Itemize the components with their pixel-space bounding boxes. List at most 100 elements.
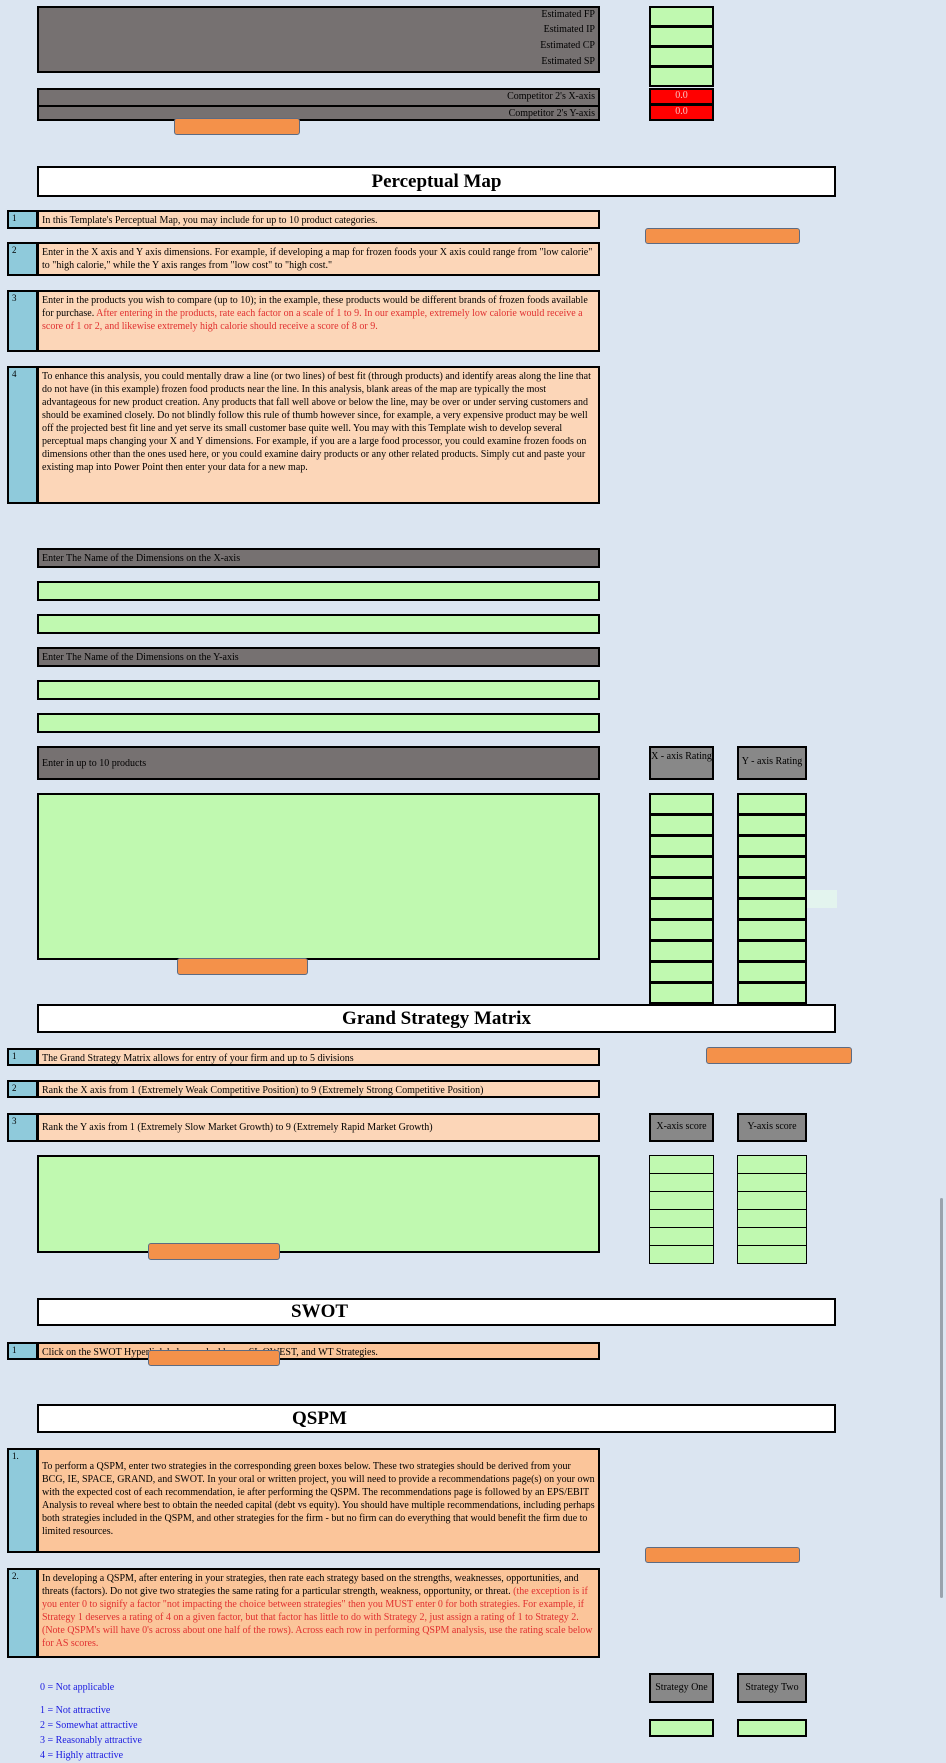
rating-scale-item: 0 = Not applicable (40, 1682, 115, 1693)
x-dimension-input-high[interactable] (37, 614, 600, 634)
x-dimension-label: Enter The Name of the Dimensions on the … (37, 548, 600, 568)
swot-step-1: Click on the SWOT Hyperlink below and ad… (37, 1342, 600, 1360)
y-score-input[interactable] (737, 1245, 807, 1264)
y-rating-input[interactable] (737, 898, 807, 920)
strategy-one-input[interactable] (649, 1719, 714, 1737)
qspm-step-1: To perform a QSPM, enter two strategies … (37, 1448, 600, 1553)
products-input-area[interactable] (37, 793, 600, 960)
x-rating-input[interactable] (649, 814, 714, 836)
grand-step-1: The Grand Strategy Matrix allows for ent… (37, 1048, 600, 1066)
x-score-input[interactable] (649, 1191, 714, 1210)
x-score-input[interactable] (649, 1245, 714, 1264)
perceptual-map-action-button[interactable] (177, 958, 308, 975)
y-rating-header: Y - axis Rating (737, 746, 807, 780)
estimate-label-sp: Estimated SP (541, 56, 595, 67)
x-score-inputs (649, 1155, 714, 1264)
competitor-panel: Competitor 2's X-axis Competitor 2's Y-a… (37, 88, 600, 121)
qspm-button[interactable] (645, 1547, 800, 1563)
y-rating-input[interactable] (737, 982, 807, 1004)
perceptual-step-2: Enter in the X axis and Y axis dimension… (37, 242, 600, 276)
estimates-panel: Estimated FP Estimated IP Estimated CP E… (37, 6, 600, 73)
x-rating-inputs (649, 793, 714, 1004)
y-rating-input[interactable] (737, 835, 807, 857)
qspm-step-number-1: 1. (7, 1448, 38, 1553)
perceptual-step-number-2: 2 (7, 242, 38, 276)
x-score-input[interactable] (649, 1209, 714, 1228)
competitor-x-label: Competitor 2's X-axis (507, 91, 595, 102)
grand-step-3: Rank the Y axis from 1 (Extremely Slow M… (37, 1113, 600, 1142)
swot-title-text: SWOT (291, 1301, 349, 1322)
y-rating-input[interactable] (737, 940, 807, 962)
swot-step-number-1: 1 (7, 1342, 38, 1360)
x-rating-input[interactable] (649, 961, 714, 983)
x-rating-input[interactable] (649, 877, 714, 899)
estimate-input-fp[interactable] (649, 6, 714, 27)
perceptual-map-title: Perceptual Map (37, 166, 836, 197)
x-rating-input[interactable] (649, 898, 714, 920)
strategy-two-input[interactable] (737, 1719, 807, 1737)
qspm-step-2: In developing a QSPM, after entering in … (37, 1568, 600, 1658)
estimate-input-cp[interactable] (649, 46, 714, 67)
divisions-input-area[interactable] (37, 1155, 600, 1253)
grand-step-number-1: 1 (7, 1048, 38, 1066)
y-score-input[interactable] (737, 1155, 807, 1174)
estimate-label-cp: Estimated CP (540, 40, 595, 51)
y-score-input[interactable] (737, 1227, 807, 1246)
y-rating-input[interactable] (737, 919, 807, 941)
perceptual-step-number-1: 1 (7, 210, 38, 229)
perceptual-step-3-red-text: After entering in the products, rate eac… (42, 308, 583, 332)
rating-scale-item: 4 = Highly attractive (40, 1750, 124, 1761)
vertical-scrollbar-thumb[interactable] (940, 1198, 943, 1598)
perceptual-map-button[interactable] (645, 228, 800, 244)
qspm-title-text: QSPM (292, 1408, 347, 1429)
x-rating-input[interactable] (649, 940, 714, 962)
y-score-input[interactable] (737, 1209, 807, 1228)
y-score-input[interactable] (737, 1173, 807, 1192)
y-dimension-label: Enter The Name of the Dimensions on the … (37, 647, 600, 667)
x-score-input[interactable] (649, 1155, 714, 1174)
qspm-step-number-2: 2. (7, 1568, 38, 1658)
perceptual-step-1: In this Template's Perceptual Map, you m… (37, 210, 600, 229)
x-score-input[interactable] (649, 1227, 714, 1246)
x-rating-input[interactable] (649, 856, 714, 878)
grand-step-number-2: 2 (7, 1080, 38, 1098)
y-score-input[interactable] (737, 1191, 807, 1210)
rating-scale-item: 1 = Not attractive (40, 1705, 111, 1716)
estimate-label-ip: Estimated IP (543, 24, 595, 35)
competitor-y-value: 0.0 (649, 104, 714, 121)
qspm-step-2-red-text: (the exception is if you enter 0 to sign… (42, 1586, 593, 1649)
selected-cell-highlight (807, 890, 837, 908)
swot-title: SWOT (37, 1298, 836, 1326)
swot-hyperlink-button[interactable] (148, 1350, 280, 1366)
x-score-input[interactable] (649, 1173, 714, 1192)
x-rating-input[interactable] (649, 982, 714, 1004)
perceptual-step-number-3: 3 (7, 290, 38, 352)
grand-strategy-button[interactable] (706, 1047, 852, 1064)
estimate-input-sp[interactable] (649, 66, 714, 87)
grand-step-2: Rank the X axis from 1 (Extremely Weak C… (37, 1080, 600, 1098)
products-label: Enter in up to 10 products (37, 746, 600, 780)
competitor-action-button[interactable] (174, 118, 300, 135)
estimate-input-column (649, 6, 714, 87)
x-score-header: X-axis score (649, 1113, 714, 1142)
x-rating-input[interactable] (649, 793, 714, 815)
y-rating-input[interactable] (737, 856, 807, 878)
x-rating-input[interactable] (649, 835, 714, 857)
estimate-input-ip[interactable] (649, 26, 714, 47)
y-score-inputs (737, 1155, 807, 1264)
y-dimension-input-low[interactable] (37, 680, 600, 700)
grand-strategy-action-button[interactable] (148, 1243, 280, 1260)
y-score-header: Y-axis score (737, 1113, 807, 1142)
perceptual-step-4: To enhance this analysis, you could ment… (37, 366, 600, 504)
x-rating-input[interactable] (649, 919, 714, 941)
y-rating-input[interactable] (737, 961, 807, 983)
y-rating-input[interactable] (737, 877, 807, 899)
y-rating-input[interactable] (737, 814, 807, 836)
x-dimension-input-low[interactable] (37, 581, 600, 601)
perceptual-step-3: Enter in the products you wish to compar… (37, 290, 600, 352)
x-rating-header: X - axis Rating (649, 746, 714, 780)
competitor-y-label: Competitor 2's Y-axis (39, 105, 598, 121)
competitor-x-value: 0.0 (649, 88, 714, 105)
y-dimension-input-high[interactable] (37, 713, 600, 733)
y-rating-input[interactable] (737, 793, 807, 815)
